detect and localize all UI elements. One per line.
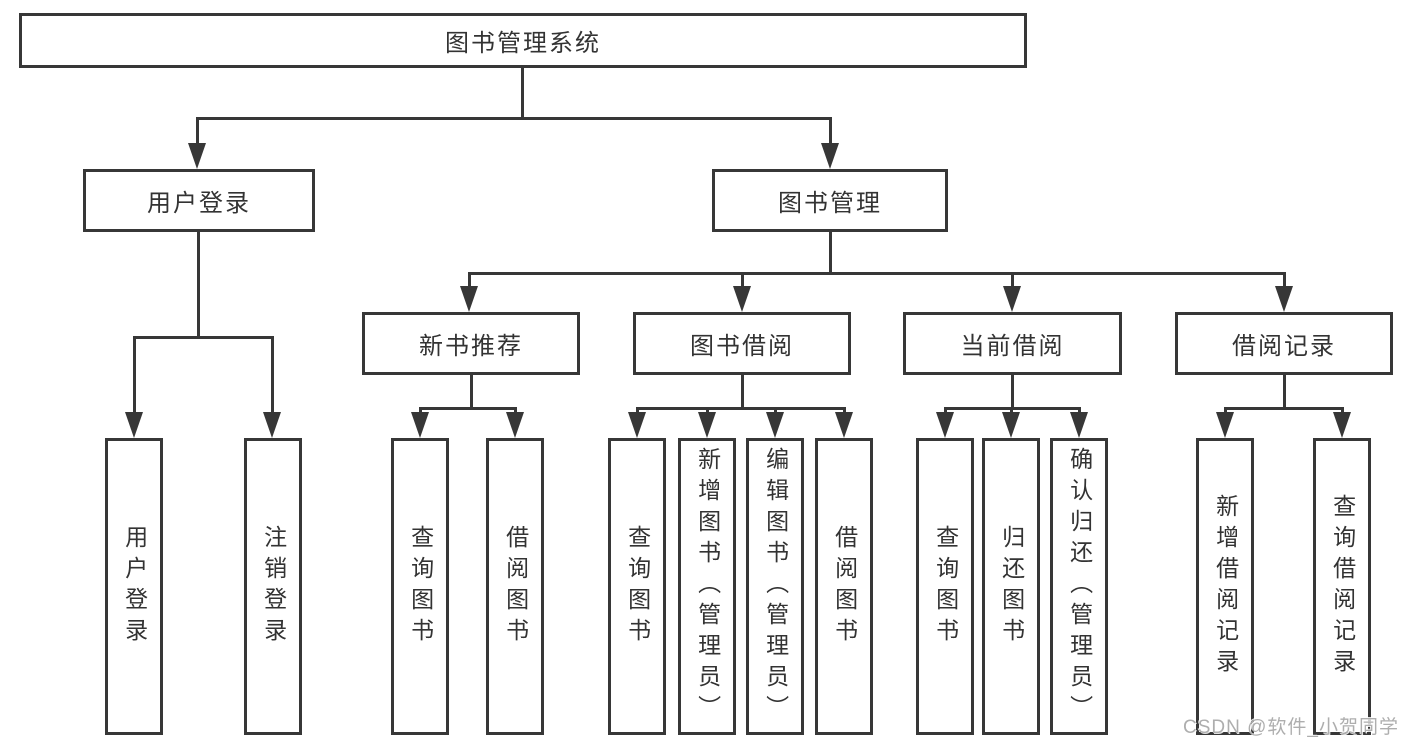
leaf-add-borrow-record-label: 新增借阅记录 [1212,493,1239,680]
arrow-stem-leaf-logout [271,336,274,416]
arrow-stem-bb-edit [774,407,777,415]
node-user-login: 用户登录 [83,169,315,232]
node-new-book-recommend-label: 新书推荐 [419,333,523,360]
arrow-stem-leaf-login [133,336,136,416]
leaf-logout: 注销登录 [244,438,302,735]
arrow-head-bb-edit [766,412,784,438]
arrow-stem-cb-confirm [1078,407,1081,415]
arrow-head-current-borrow [1003,286,1021,312]
leaf-add-books-admin-label: 新增图书（管理员） [694,447,721,726]
arrow-head-cb-return [1002,412,1020,438]
leaf-newbook-query-books-label: 查询图书 [407,524,434,649]
arrow-stem-book-management [829,117,832,147]
leaf-borrow-books: 借阅图书 [815,438,873,735]
leaf-current-query-books: 查询图书 [916,438,974,735]
arrow-stem-bb-query [636,407,639,415]
node-borrow-records-label: 借阅记录 [1232,333,1336,360]
leaf-add-books-admin: 新增图书（管理员） [678,438,736,735]
arrow-stem-current-borrow [1011,272,1014,290]
arrow-head-book-management [821,143,839,169]
watermark: CSDN @软件_小贺同学 [1183,717,1399,738]
arrow-head-leaf-logout [263,412,281,438]
node-book-management: 图书管理 [712,169,948,232]
arrow-stem-new-book [468,272,471,290]
connector-book-borrow-drop [741,375,744,409]
connector-user-login-drop [197,232,200,338]
arrow-stem-br-add [1224,407,1227,415]
leaf-confirm-return-admin-label: 确认归还（管理员） [1066,447,1093,726]
leaf-logout-label: 注销登录 [260,524,287,649]
leaf-add-borrow-record: 新增借阅记录 [1196,438,1254,735]
leaf-newbook-borrow-books-label: 借阅图书 [502,524,529,649]
arrow-head-br-add [1216,412,1234,438]
arrow-head-leaf-login [125,412,143,438]
connector-level3-rail [468,272,1286,275]
connector-root-drop [521,68,524,119]
arrow-head-bb-borrow [835,412,853,438]
node-root: 图书管理系统 [19,13,1027,68]
leaf-edit-books-admin-label: 编辑图书（管理员） [762,447,789,726]
connector-new-book-drop [470,375,473,409]
arrow-head-nb-borrow [506,412,524,438]
connector-new-book-rail [419,407,517,410]
node-book-borrow-label: 图书借阅 [690,333,794,360]
leaf-return-books-label: 归还图书 [998,524,1025,649]
arrow-head-nb-query [411,412,429,438]
arrow-head-user-login [188,143,206,169]
leaf-confirm-return-admin: 确认归还（管理员） [1050,438,1108,735]
connector-borrow-records-drop [1283,375,1286,409]
leaf-return-books: 归还图书 [982,438,1040,735]
node-new-book-recommend: 新书推荐 [362,312,580,375]
arrow-head-book-borrow [733,286,751,312]
arrow-head-bb-query [628,412,646,438]
arrow-stem-borrow-records [1283,272,1286,290]
arrow-stem-bb-borrow [843,407,846,415]
leaf-borrow-query-books-label: 查询图书 [624,524,651,649]
arrow-stem-book-borrow [741,272,744,290]
arrow-stem-nb-borrow [514,407,517,415]
leaf-query-borrow-record: 查询借阅记录 [1313,438,1371,735]
leaf-edit-books-admin: 编辑图书（管理员） [746,438,804,735]
leaf-borrow-query-books: 查询图书 [608,438,666,735]
connector-level1-rail [196,117,832,120]
node-current-borrow-label: 当前借阅 [960,333,1065,360]
leaf-newbook-query-books: 查询图书 [391,438,449,735]
arrow-head-br-query [1333,412,1351,438]
arrow-stem-cb-return [1010,407,1013,415]
leaf-user-login: 用户登录 [105,438,163,735]
leaf-newbook-borrow-books: 借阅图书 [486,438,544,735]
node-book-borrow: 图书借阅 [633,312,851,375]
node-book-management-label: 图书管理 [778,190,882,217]
leaf-query-borrow-record-label: 查询借阅记录 [1329,493,1356,680]
arrow-head-bb-add [698,412,716,438]
leaf-user-login-label: 用户登录 [121,524,148,649]
arrow-stem-cb-query [944,407,947,415]
connector-user-login-rail [133,336,274,339]
arrow-stem-br-query [1341,407,1344,415]
arrow-stem-nb-query [419,407,422,415]
node-root-label: 图书管理系统 [445,30,601,57]
node-borrow-records: 借阅记录 [1175,312,1393,375]
connector-book-mgmt-drop [829,232,832,274]
arrow-stem-user-login [196,117,199,147]
connector-book-borrow-rail [636,407,846,410]
connector-current-borrow-drop [1011,375,1014,409]
arrow-stem-bb-add [706,407,709,415]
arrow-head-cb-query [936,412,954,438]
leaf-current-query-books-label: 查询图书 [932,524,959,649]
node-user-login-label: 用户登录 [147,190,251,217]
arrow-head-borrow-records [1275,286,1293,312]
node-current-borrow: 当前借阅 [903,312,1122,375]
arrow-head-new-book [460,286,478,312]
arrow-head-cb-confirm [1070,412,1088,438]
leaf-borrow-books-label: 借阅图书 [831,524,858,649]
connector-borrow-records-rail [1224,407,1344,410]
